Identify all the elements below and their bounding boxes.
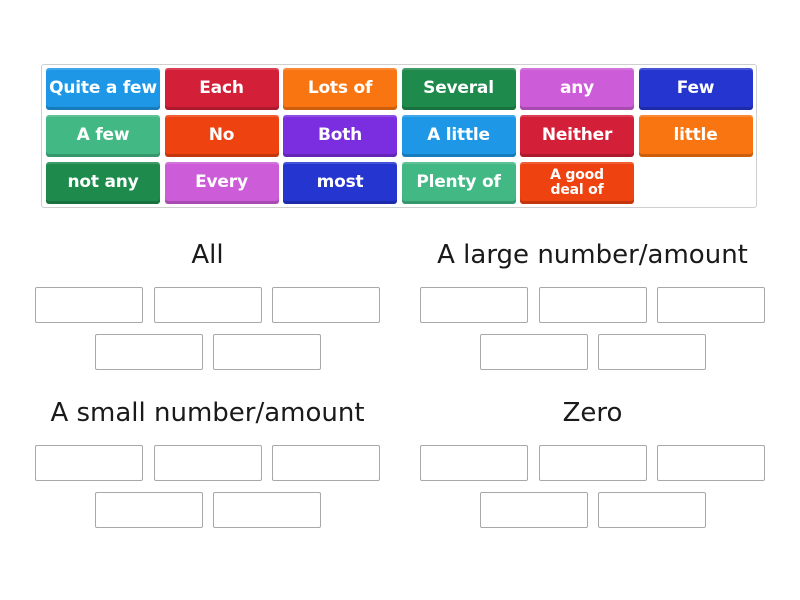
drop-slot[interactable] xyxy=(598,492,706,528)
drop-slot[interactable] xyxy=(480,492,588,528)
drop-slot[interactable] xyxy=(480,334,588,370)
draggable-tile[interactable]: Neither xyxy=(520,115,634,157)
drop-slot[interactable] xyxy=(420,445,528,481)
category-heading: Zero xyxy=(562,398,623,428)
draggable-tile[interactable]: Several xyxy=(401,68,516,110)
draggable-tile[interactable]: little xyxy=(638,115,753,157)
draggable-tile[interactable]: A little xyxy=(401,115,516,157)
draggable-tile[interactable]: A few xyxy=(46,115,160,157)
drop-slot[interactable] xyxy=(272,287,380,323)
drop-slot[interactable] xyxy=(95,492,203,528)
draggable-tile[interactable]: Few xyxy=(638,68,753,110)
draggable-tile[interactable]: Quite a few xyxy=(46,68,160,110)
draggable-tile[interactable]: Every xyxy=(164,162,279,204)
drop-slot[interactable] xyxy=(539,445,647,481)
drop-slot[interactable] xyxy=(213,334,321,370)
drop-slot[interactable] xyxy=(154,287,262,323)
drop-slot[interactable] xyxy=(35,445,143,481)
category-heading: A large number/amount xyxy=(437,240,748,270)
category-heading: All xyxy=(191,240,224,270)
drop-slot[interactable] xyxy=(657,287,765,323)
drop-slot[interactable] xyxy=(420,287,528,323)
draggable-tile[interactable]: not any xyxy=(46,162,160,204)
drop-slot[interactable] xyxy=(598,334,706,370)
drop-slot[interactable] xyxy=(272,445,380,481)
draggable-tile[interactable]: most xyxy=(283,162,397,204)
draggable-tile[interactable]: Each xyxy=(164,68,279,110)
draggable-tile[interactable]: any xyxy=(520,68,634,110)
draggable-tile[interactable]: Plenty of xyxy=(401,162,516,204)
category-heading: A small number/amount xyxy=(50,398,365,428)
drop-slot[interactable] xyxy=(95,334,203,370)
drop-slot[interactable] xyxy=(657,445,765,481)
drop-slot[interactable] xyxy=(539,287,647,323)
draggable-tile[interactable]: No xyxy=(164,115,279,157)
draggable-tile[interactable]: Both xyxy=(283,115,397,157)
drop-slot[interactable] xyxy=(35,287,143,323)
drop-slot[interactable] xyxy=(213,492,321,528)
draggable-tile[interactable]: Lots of xyxy=(283,68,397,110)
drop-slot[interactable] xyxy=(154,445,262,481)
